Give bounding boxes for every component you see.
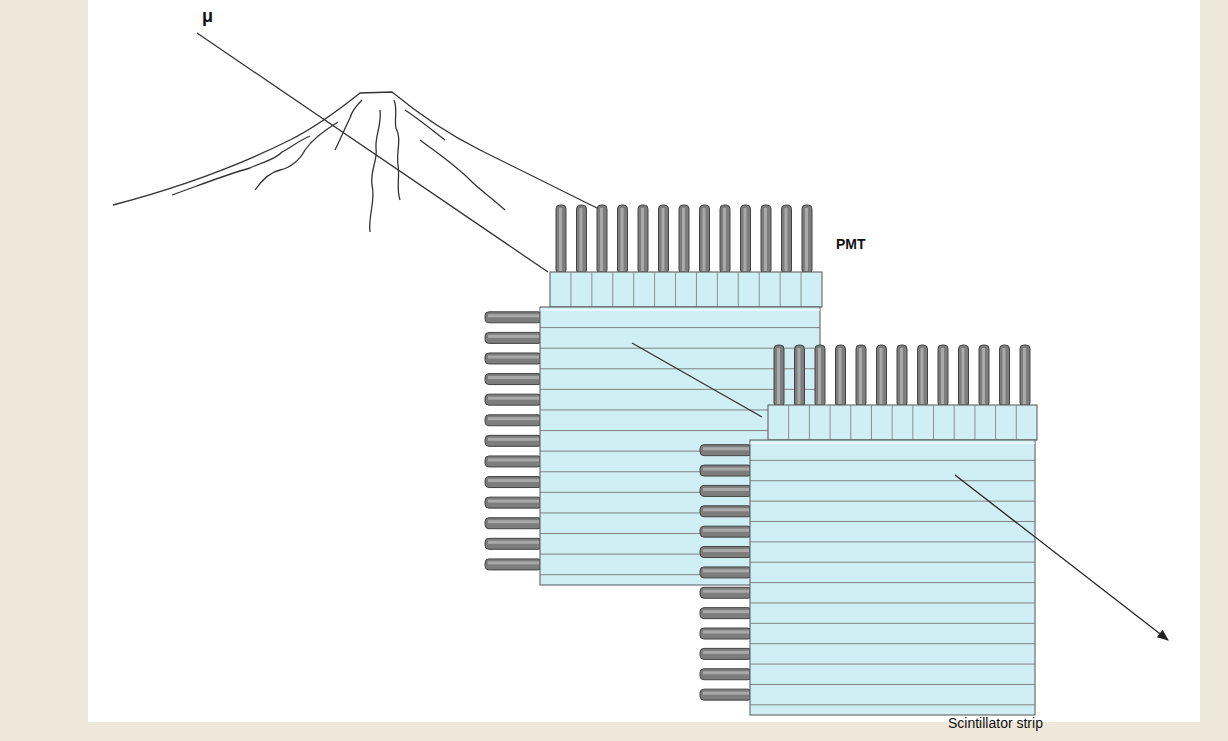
muon-track [197, 33, 548, 272]
part-label: PMT [836, 236, 866, 252]
muon-symbol: μ [202, 6, 213, 27]
muon-track [632, 343, 762, 417]
part-label: Scintillator strip [948, 715, 1043, 731]
scintillator-detector [700, 345, 1037, 715]
volcano-outline [113, 92, 605, 232]
muon-track-arrow [955, 475, 1168, 640]
white-panel [88, 0, 1200, 722]
